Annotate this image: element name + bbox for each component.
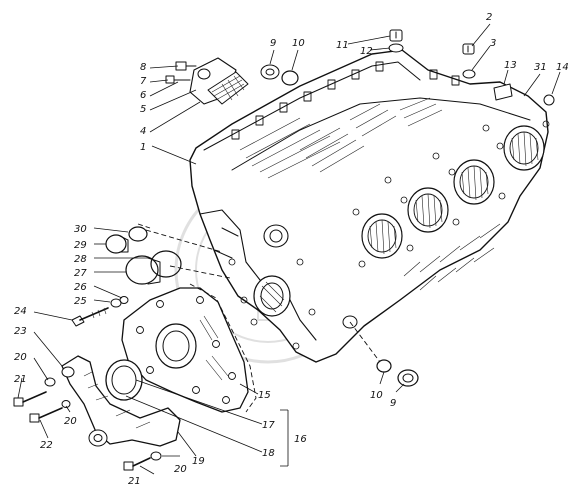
bolt-2 <box>462 43 475 55</box>
plug-13 <box>493 83 513 101</box>
bracket-fasteners <box>13 377 162 471</box>
breather-cover-assembly <box>165 57 249 105</box>
washer-12 <box>388 43 404 53</box>
leader-lines <box>17 23 561 475</box>
callout-16: 16 <box>294 434 307 445</box>
ring-14 <box>543 94 555 106</box>
washer-3 <box>462 69 476 79</box>
washer-26 <box>119 296 129 304</box>
callout-25: 25 <box>74 296 87 307</box>
plug-9-bottom <box>397 369 419 387</box>
timing-cover <box>121 283 257 413</box>
callout-20-a: 20 <box>14 352 27 363</box>
callout-29: 29 <box>74 240 87 251</box>
callout-22: 22 <box>40 440 53 451</box>
engine-mount-bracket <box>61 355 181 447</box>
callout-10-bottom: 10 <box>370 390 383 401</box>
callout-31: 31 <box>534 62 547 73</box>
callout-12: 12 <box>360 46 373 57</box>
ring-10-bottom <box>376 359 392 373</box>
callout-18: 18 <box>262 448 275 459</box>
plug-11 <box>389 29 403 42</box>
front-bore <box>253 275 291 317</box>
callout-2: 2 <box>486 12 492 23</box>
callout-15: 15 <box>258 390 271 401</box>
ring-10-top <box>281 70 299 86</box>
callout-30: 30 <box>74 224 87 235</box>
callout-1: 1 <box>140 142 146 153</box>
callout-28: 28 <box>74 254 87 265</box>
callout-27: 27 <box>74 268 87 279</box>
callout-11: 11 <box>336 40 349 51</box>
cover-27 <box>125 255 161 285</box>
callout-17: 17 <box>262 420 275 431</box>
callout-21-a: 21 <box>14 374 27 385</box>
callout-5: 5 <box>140 104 146 115</box>
callout-9-top: 9 <box>270 38 276 49</box>
callout-8: 8 <box>140 62 146 73</box>
callout-3: 3 <box>490 38 496 49</box>
cylinder-bores <box>361 125 545 259</box>
callout-21-b: 21 <box>128 476 141 487</box>
callout-20-b: 20 <box>64 416 77 427</box>
callout-4: 4 <box>140 126 146 137</box>
ring-30 <box>128 226 148 242</box>
callout-10-top: 10 <box>292 38 305 49</box>
callout-13: 13 <box>504 60 517 71</box>
top-hardware <box>165 29 555 106</box>
callout-6: 6 <box>140 90 146 101</box>
plug-29 <box>105 234 129 254</box>
callout-20-c: 20 <box>174 464 187 475</box>
callout-7: 7 <box>140 76 147 87</box>
callout-26: 26 <box>74 282 87 293</box>
callout-19: 19 <box>192 456 205 467</box>
callout-9-bottom: 9 <box>390 398 396 409</box>
plug-9-top <box>260 64 280 80</box>
bolt-24 <box>71 307 109 327</box>
callout-24: 24 <box>14 306 27 317</box>
washer-25 <box>110 298 122 308</box>
ring-28 <box>150 250 182 278</box>
callout-23: 23 <box>14 326 27 337</box>
callout-labels: 1 2 3 4 5 6 7 8 9 9 10 10 11 12 13 14 15… <box>14 12 569 487</box>
cover-seal-bore <box>155 323 197 369</box>
callout-14: 14 <box>556 62 569 73</box>
